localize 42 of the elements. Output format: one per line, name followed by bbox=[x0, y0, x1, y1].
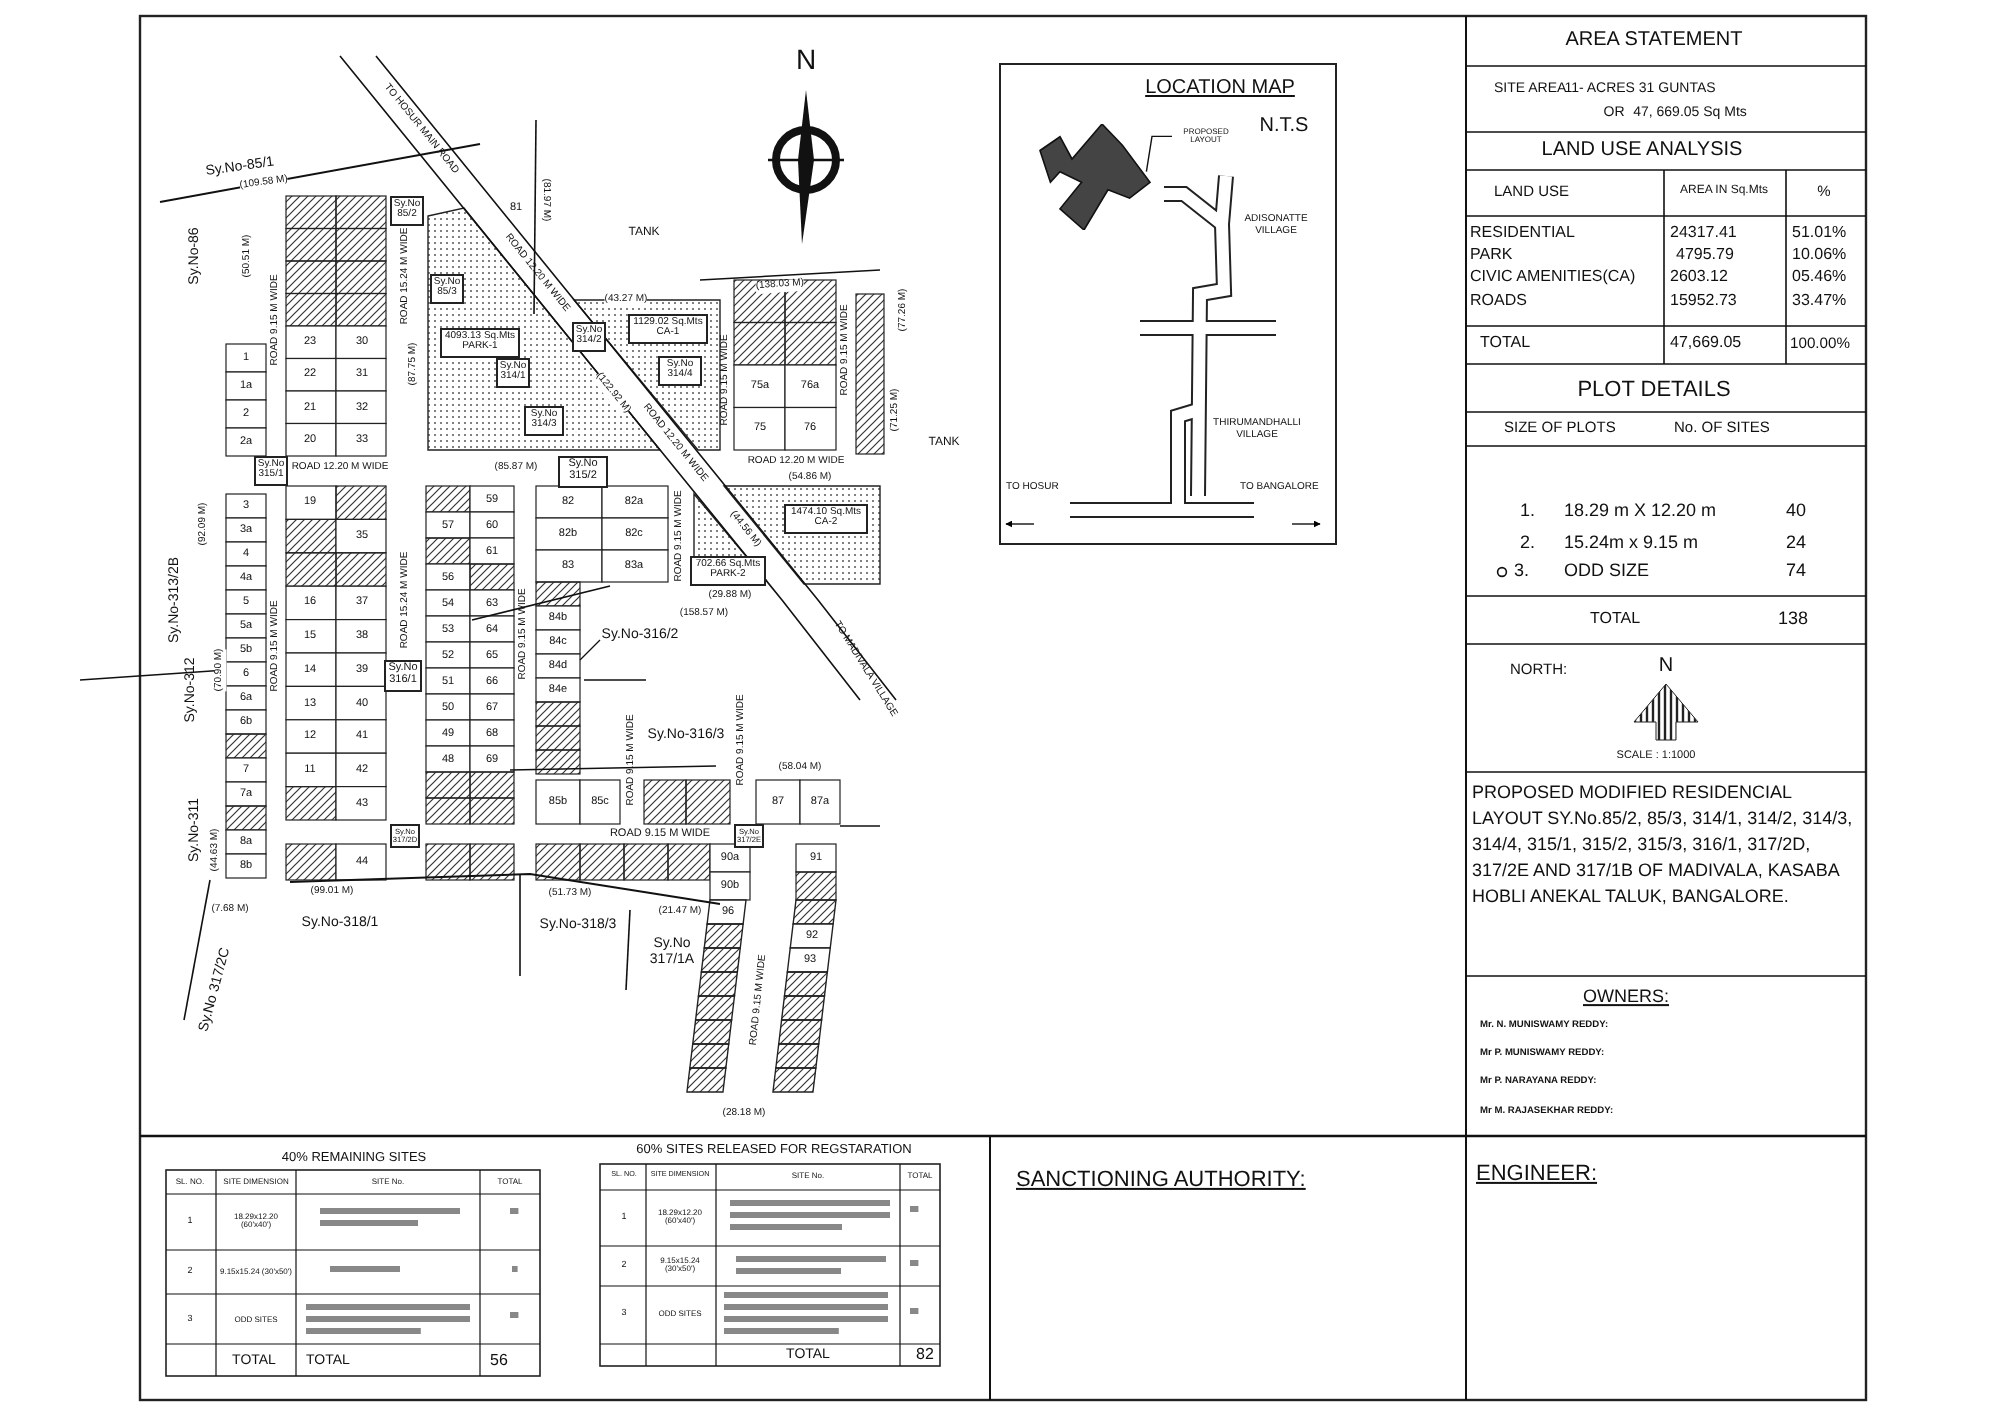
table-text: TOTAL bbox=[1480, 335, 1531, 353]
underlined-heading: LOCATION MAP bbox=[1145, 77, 1295, 99]
heading: N bbox=[795, 44, 817, 76]
underlined-heading: OWNERS: bbox=[1583, 988, 1669, 1008]
table-text: CIVIC AMENITIES(CA) bbox=[1470, 269, 1636, 287]
table-text: 74 bbox=[1786, 562, 1807, 582]
label-box bbox=[558, 456, 608, 488]
heading: N.T.S bbox=[1259, 115, 1309, 137]
table-text: 3. bbox=[1514, 562, 1530, 582]
table-text: 2. bbox=[1520, 534, 1536, 554]
table-text: 2603.12 bbox=[1670, 269, 1728, 287]
heading: LAND USE ANALYSIS bbox=[1541, 139, 1743, 161]
table-text: 24317.41 bbox=[1670, 225, 1737, 243]
table-text: 05.46% bbox=[1792, 269, 1847, 287]
label-box bbox=[658, 356, 702, 385]
table-text: PARK bbox=[1470, 247, 1513, 265]
underlined-heading: ENGINEER: bbox=[1476, 1161, 1598, 1187]
table-text: 82 bbox=[916, 1347, 934, 1365]
table-text: 47,669.05 bbox=[1670, 335, 1742, 353]
table-text: 24 bbox=[1786, 534, 1807, 554]
table-text: TOTAL bbox=[1590, 611, 1641, 629]
underlined-heading: SANCTIONING AUTHORITY: bbox=[1016, 1167, 1306, 1193]
heading: AREA STATEMENT bbox=[1565, 29, 1743, 51]
note-text: N bbox=[1658, 655, 1674, 677]
table-text: 51.01% bbox=[1792, 225, 1847, 243]
table-text: 15952.73 bbox=[1670, 293, 1737, 311]
heading: PLOT DETAILS bbox=[1577, 377, 1731, 403]
table-text: 18.29 m X 12.20 m bbox=[1564, 502, 1717, 522]
table-text: ROADS bbox=[1470, 293, 1527, 311]
polygon-shape bbox=[1036, 124, 1156, 230]
note-text: PROPOSED MODIFIED RESIDENCIAL LAYOUT SY.No.85/2, 85/3, 314/1, 314/2, 314/3, 314/4, 315/1, 315/2, 315/3, 316/1, 317/2D, 317/2E AND 317/1B OF MADIVALA, KASABA HOBLI ANEKAL TALUK, BANGALORE. bbox=[1472, 780, 1855, 911]
table-text: 33.47% bbox=[1792, 293, 1847, 311]
table-text: 40 bbox=[1786, 502, 1807, 522]
table-text: ODD SIZE bbox=[1564, 562, 1650, 582]
table-text: 10.06% bbox=[1792, 247, 1847, 265]
table-text: 56 bbox=[490, 1353, 508, 1371]
table-text: 138 bbox=[1778, 610, 1809, 630]
table-text: 1. bbox=[1520, 502, 1536, 522]
table-text: 15.24m x 9.15 m bbox=[1564, 534, 1699, 554]
table-text: RESIDENTIAL bbox=[1470, 225, 1575, 243]
leader-line bbox=[1145, 135, 1173, 173]
table-text: 4795.79 bbox=[1676, 247, 1734, 265]
